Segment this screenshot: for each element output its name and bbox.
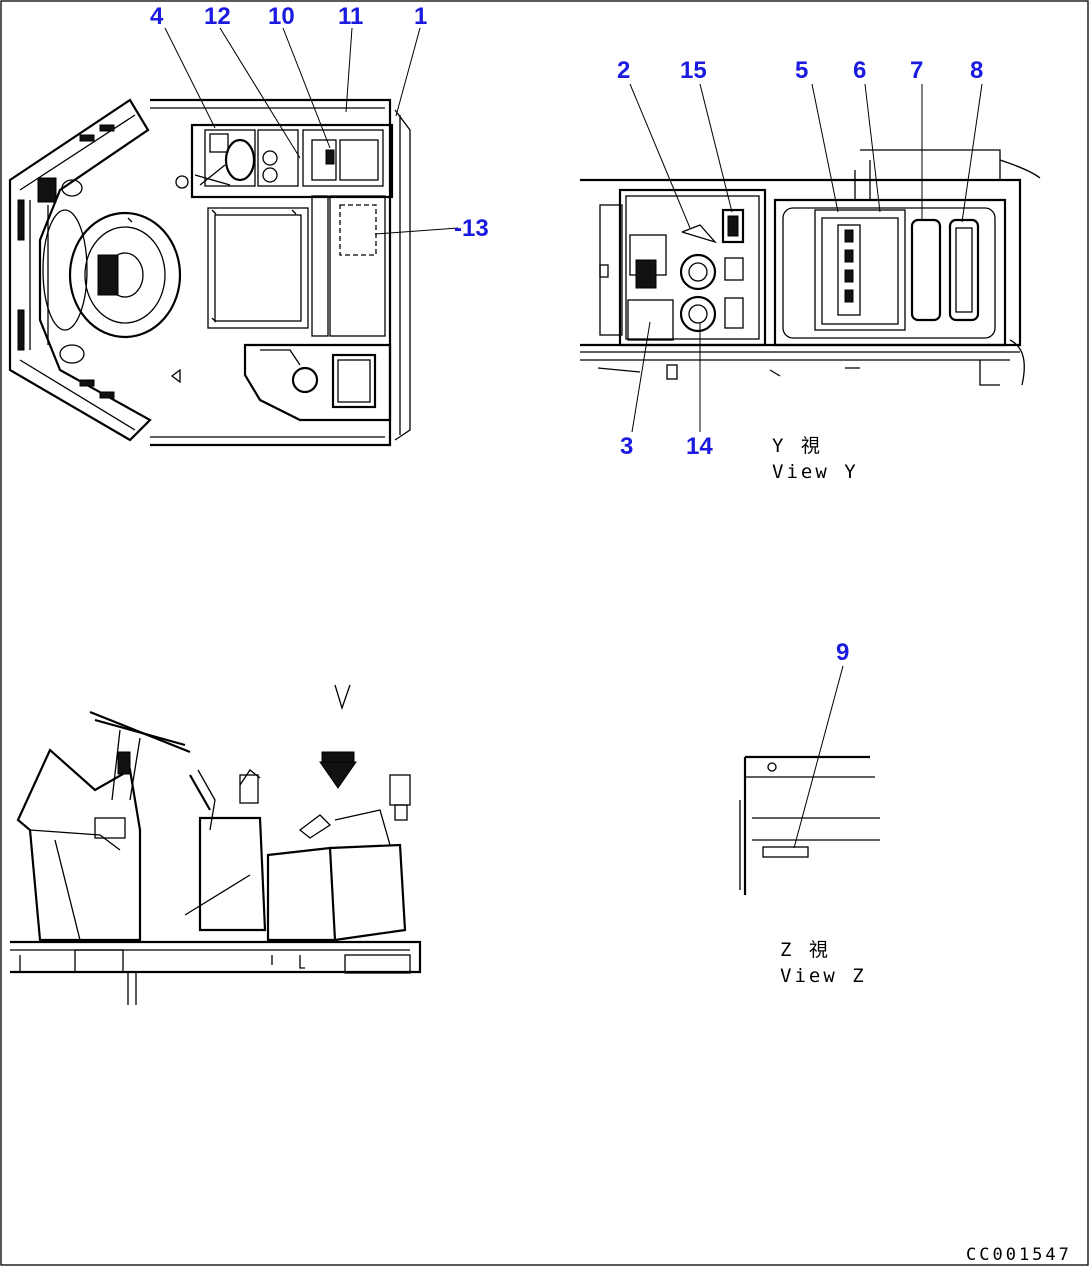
- callout-12: 12: [204, 3, 231, 30]
- callout-1: 1: [414, 3, 427, 30]
- callout-2: 2: [617, 57, 630, 84]
- view-z-drawing: [739, 665, 880, 895]
- callout-3: 3: [620, 433, 633, 460]
- callout-13: -13: [454, 215, 489, 242]
- callout-9: 9: [836, 639, 849, 666]
- callouts: 4 12 10 11 1 -13 2 15 5 6 7 8 3 14 9: [150, 3, 983, 666]
- callout-6: 6: [853, 57, 866, 84]
- captions: Y 視 View Y Z 視 View Z V CC001547: [772, 435, 1072, 1265]
- view-y-leaders: [629, 83, 983, 433]
- drawing-number: CC001547: [966, 1245, 1072, 1265]
- callout-14: 14: [686, 433, 713, 460]
- view-y-caption-line2: View Y: [772, 461, 859, 483]
- callout-8: 8: [970, 57, 983, 84]
- view-y-drawing: [580, 149, 1041, 386]
- callout-10: 10: [268, 3, 295, 30]
- callout-11: 11: [338, 3, 363, 30]
- side-view-drawing: [10, 684, 422, 1005]
- callout-15: 15: [680, 57, 707, 84]
- callout-4: 4: [150, 3, 164, 30]
- view-z-caption-line1: Z 視: [780, 939, 831, 961]
- callout-5: 5: [795, 57, 808, 84]
- top-view-cab: [8, 98, 411, 447]
- view-z-caption-line2: View Z: [780, 965, 867, 987]
- callout-7: 7: [910, 57, 923, 84]
- view-y-caption-line1: Y 視: [772, 435, 823, 457]
- top-view-leaders: [164, 27, 459, 235]
